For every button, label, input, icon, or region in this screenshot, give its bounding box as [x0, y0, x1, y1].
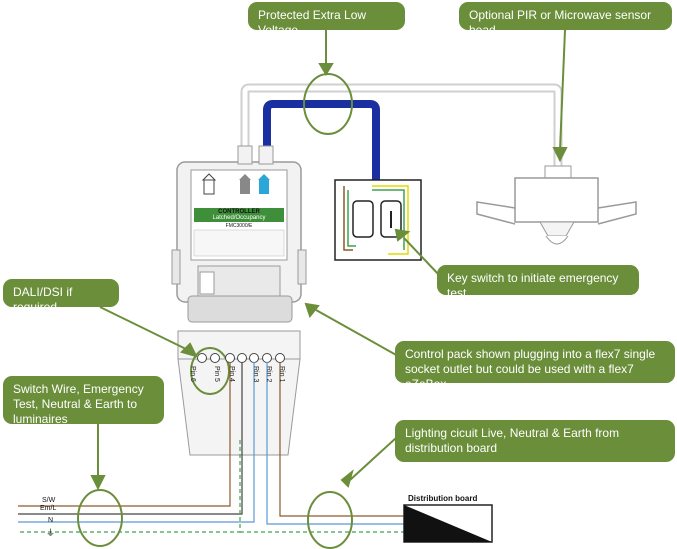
terminal-label-pin5: Pin 5	[213, 366, 220, 382]
controller-unit	[171, 145, 307, 323]
callout-key-switch: Key switch to initiate emergency test	[437, 265, 639, 300]
callout-pointers	[90, 29, 568, 491]
pelv-cable	[263, 100, 380, 186]
wiring	[18, 362, 404, 533]
callout-sensor-head: Optional PIR or Microwave sensor head	[459, 2, 672, 37]
terminal-label-rin1: Rin 1	[278, 366, 285, 383]
terminal-label-rin2: Rin 2	[265, 366, 272, 383]
terminal-label-pin4: Pin 4	[228, 366, 235, 382]
callout-control-pack: Control pack shown plugging into a flex7…	[395, 341, 675, 391]
wire-label-earth: ⏚	[46, 529, 56, 539]
terminal-label-pin6: Pin 6	[189, 366, 196, 382]
callout-pelv: Protected Extra Low Voltage	[248, 2, 405, 37]
wire-label-n: N	[48, 517, 54, 524]
callout-lighting-circuit: Lighting cicuit Live, Neutral & Earth fr…	[395, 420, 675, 462]
sensor-head	[476, 165, 637, 245]
callout-dali: DALI/DSI if required	[3, 279, 119, 314]
controller-title: CONTROLLER	[218, 209, 260, 215]
distribution-board	[403, 504, 493, 543]
callout-switch-wire: Switch Wire, Emergency Test, Neutral & E…	[3, 376, 164, 426]
terminal-label-rin3: Rin 3	[252, 366, 259, 383]
terminal-screws	[197, 353, 285, 363]
wire-label-sw: S/W	[42, 497, 56, 504]
supply-wires-highlight-circle	[307, 491, 353, 549]
socket-outlet	[177, 330, 301, 456]
wire-label-em: Em/L	[40, 505, 57, 512]
controller-subtitle: Latched/Occupancy	[212, 215, 266, 221]
key-switch-box	[334, 179, 422, 261]
distribution-board-label: Distribution board	[408, 494, 478, 503]
pelv-highlight-circle	[303, 73, 353, 135]
luminaire-wires-highlight-circle	[77, 489, 123, 547]
controller-model: FMC3000/E	[225, 223, 253, 229]
